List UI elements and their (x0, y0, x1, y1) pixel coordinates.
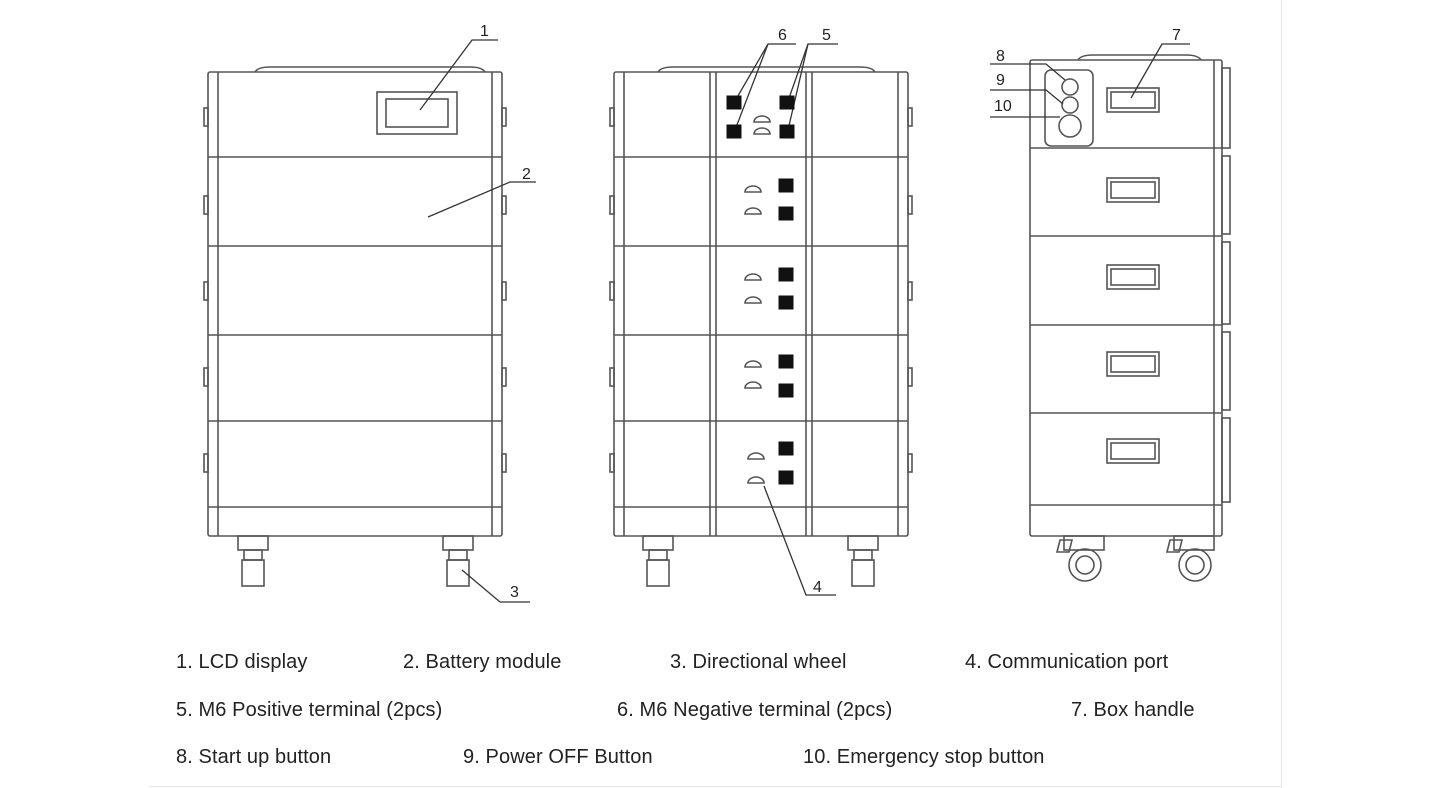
terminal (778, 295, 794, 310)
comm-port (744, 273, 762, 281)
comm-port (753, 115, 771, 123)
legend-positive-terminal: 5. M6 Positive terminal (2pcs) (176, 699, 443, 721)
leader-3 (461, 569, 530, 603)
comm-port (747, 476, 765, 484)
leader-8 (990, 63, 1066, 81)
legend-battery-module: 2. Battery module (403, 651, 562, 673)
box-handle (1106, 264, 1160, 290)
front-wheel-left (237, 535, 269, 587)
terminal-body (613, 71, 909, 537)
legend-lcd-display: 1. LCD display (176, 651, 308, 673)
front-body (207, 71, 503, 537)
comm-port (744, 207, 762, 215)
terminal (778, 354, 794, 369)
legend-start-up-button: 8. Start up button (176, 746, 332, 768)
callout-3: 3 (510, 584, 519, 601)
callout-5: 5 (822, 27, 831, 44)
callout-2: 2 (522, 166, 531, 183)
positive-terminal (779, 124, 795, 139)
terminal-wheel-right (847, 535, 879, 587)
button-panel (1044, 69, 1094, 147)
terminals (726, 95, 795, 485)
callout-10: 10 (994, 98, 1012, 115)
callout-8: 8 (996, 48, 1005, 65)
callout-1: 1 (480, 23, 489, 40)
terminal (778, 206, 794, 221)
front-wheel-right (442, 535, 474, 587)
terminal-view (609, 66, 913, 587)
callout-6: 6 (778, 27, 787, 44)
box-handle (1106, 177, 1160, 203)
comm-port (744, 296, 762, 304)
terminal (778, 470, 794, 485)
emergency-stop-button (1058, 114, 1082, 138)
side-top-lip (1077, 54, 1202, 61)
comm-port (753, 127, 771, 135)
legend-directional-wheel: 3. Directional wheel (670, 651, 847, 673)
frame-line-right (1281, 0, 1282, 788)
legend-negative-terminal: 6. M6 Negative terminal (2pcs) (617, 699, 893, 721)
terminal (778, 267, 794, 282)
comm-port (747, 452, 765, 460)
negative-terminal (726, 95, 742, 110)
negative-terminal (726, 124, 742, 139)
comm-port (744, 381, 762, 389)
front-view (203, 66, 507, 587)
callout-4: 4 (813, 579, 822, 596)
side-body (1029, 59, 1223, 537)
start-up-button (1061, 78, 1079, 96)
front-top-lip (254, 66, 486, 73)
side-wheel-left (1055, 535, 1105, 582)
power-off-button (1061, 96, 1079, 114)
box-handle (1106, 351, 1160, 377)
legend-power-off-button: 9. Power OFF Button (463, 746, 653, 768)
box-handle (1106, 87, 1160, 113)
box-handle (1106, 438, 1160, 464)
side-view (1029, 54, 1231, 582)
terminal (778, 178, 794, 193)
leader-9 (990, 89, 1064, 105)
leader-lines (419, 39, 1190, 603)
lcd-display (376, 91, 458, 135)
legend-box-handle: 7. Box handle (1071, 699, 1195, 721)
callout-9: 9 (996, 72, 1005, 89)
positive-terminal (779, 95, 795, 110)
terminal-top-lip (657, 66, 876, 73)
leader-2 (427, 181, 536, 218)
leader-7 (1130, 43, 1190, 99)
side-wheel-right (1165, 535, 1215, 582)
leader-4 (763, 485, 836, 596)
comm-port (744, 185, 762, 193)
leader-1 (419, 39, 498, 111)
battery-diagram: 1 2 3 4 5 6 7 8 9 10 (203, 23, 1231, 603)
terminal-wheel-left (642, 535, 674, 587)
legend-emergency-stop-button: 10. Emergency stop button (803, 746, 1045, 768)
comm-port (744, 360, 762, 368)
terminal (778, 441, 794, 456)
frame-line-bottom (150, 786, 1282, 787)
terminal (778, 383, 794, 398)
legend-communication-port: 4. Communication port (965, 651, 1169, 673)
callout-7: 7 (1172, 27, 1181, 44)
